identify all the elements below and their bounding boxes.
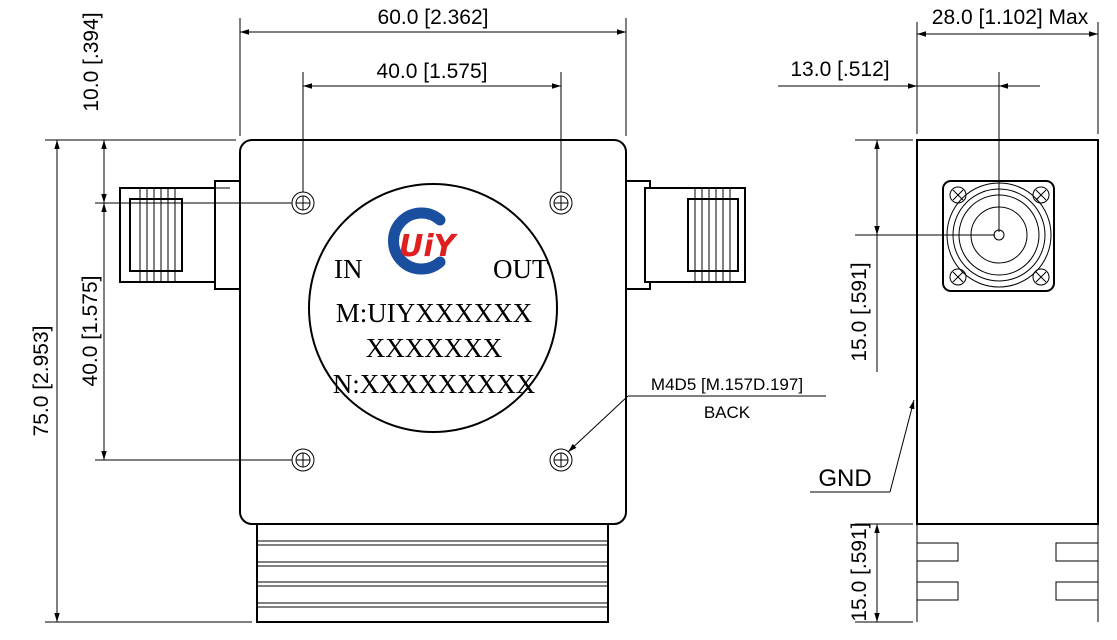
logo-swoosh-icon: [387, 207, 446, 275]
label-out: OUT: [493, 254, 549, 284]
front-view: UiY IN OUT M:UIYXXXXXX XXXXXXX N:XXXXXXX…: [119, 139, 746, 623]
mounting-hole-bottom-right: [549, 448, 573, 472]
dim-total-height: 75.0 [2.953]: [30, 326, 53, 437]
dim-top-offset: 10.0 [.394]: [80, 12, 103, 111]
dim-hole-spacing-y: 40.0 [1.575]: [79, 276, 102, 387]
logo-text: UiY: [399, 229, 459, 264]
in-connector: [119, 180, 241, 290]
label-in: IN: [334, 254, 363, 284]
out-connector: [624, 180, 746, 290]
label-serial: N:XXXXXXXXX: [333, 369, 536, 399]
flange-screw-icon: [949, 186, 1050, 286]
note-ground: GND: [818, 465, 871, 492]
dim-side-width: 28.0 [1.102] Max: [932, 6, 1089, 29]
front-dimensions: 60.0 [2.362] 40.0 [1.575] 10.0 [.394] 40…: [30, 6, 826, 623]
dim-hole-spacing-x: 40.0 [1.575]: [377, 60, 488, 83]
side-view: [916, 139, 1099, 622]
dim-top-width: 60.0 [2.362]: [378, 6, 489, 29]
label-circle: [308, 183, 558, 433]
note-mount-back: BACK: [704, 403, 751, 422]
dim-side-connector-height: 15.0 [.591]: [848, 262, 871, 361]
dim-side-fin-height: 15.0 [.591]: [848, 522, 871, 621]
label-model: M:UIYXXXXXX: [336, 298, 533, 328]
dim-side-connector-offset: 13.0 [.512]: [790, 58, 889, 81]
side-dimensions: 28.0 [1.102] Max 13.0 [.512] 15.0 [.591]…: [778, 6, 1099, 623]
logo: UiY: [387, 207, 459, 275]
note-mount-thread: M4D5 [M.157D.197]: [651, 375, 803, 394]
label-model-line2: XXXXXXX: [366, 333, 503, 363]
side-fins: [916, 524, 1099, 622]
heatsink-fins: [256, 523, 609, 623]
